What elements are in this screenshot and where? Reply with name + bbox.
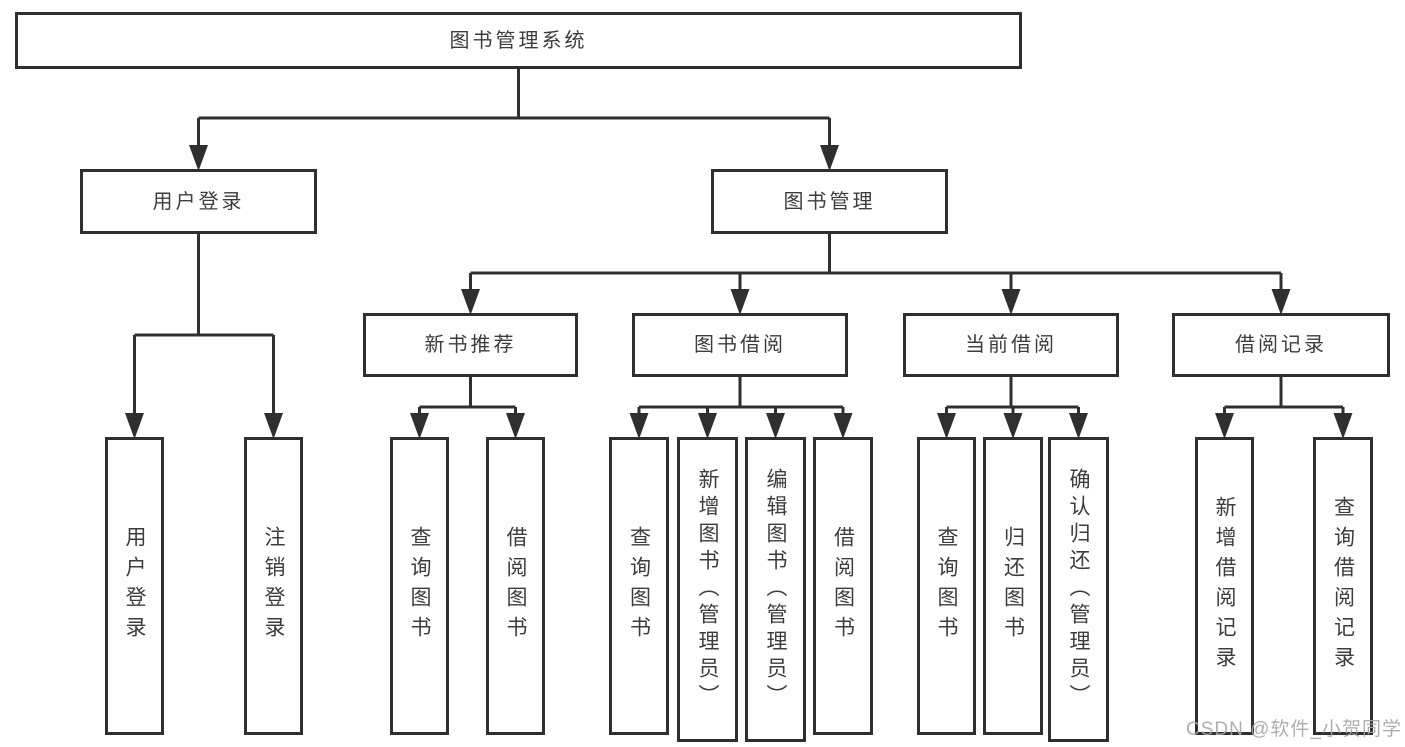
leaf-logout: 注销登录 [244, 437, 303, 735]
node-new-book-recommendation: 新书推荐 [363, 313, 578, 377]
node-book-management: 图书管理 [711, 169, 948, 234]
node-root: 图书管理系统 [15, 12, 1022, 69]
leaf-edit-book-admin: 编辑图书（管理员） [745, 437, 806, 742]
leaf-add-borrow-record: 新增借阅记录 [1195, 437, 1254, 735]
leaf-borrow-books-borrowing: 借阅图书 [813, 437, 873, 735]
leaf-query-books-recommend: 查询图书 [390, 437, 449, 735]
node-borrowing-records: 借阅记录 [1172, 313, 1390, 377]
node-current-borrowing: 当前借阅 [903, 313, 1119, 377]
node-book-borrowing: 图书借阅 [632, 313, 848, 377]
leaf-add-book-admin: 新增图书（管理员） [677, 437, 738, 742]
leaf-confirm-return-admin: 确认归还（管理员） [1048, 437, 1109, 742]
leaf-query-books-borrowing: 查询图书 [609, 437, 669, 735]
leaf-borrow-books-recommend: 借阅图书 [486, 437, 545, 735]
watermark: CSDN @软件_小贺同学 [1186, 719, 1402, 740]
leaf-query-borrow-record: 查询借阅记录 [1313, 437, 1373, 735]
node-user-login: 用户登录 [80, 169, 317, 234]
leaf-user-login: 用户登录 [105, 437, 164, 735]
leaf-query-books-current: 查询图书 [917, 437, 976, 735]
leaf-return-books: 归还图书 [983, 437, 1043, 735]
